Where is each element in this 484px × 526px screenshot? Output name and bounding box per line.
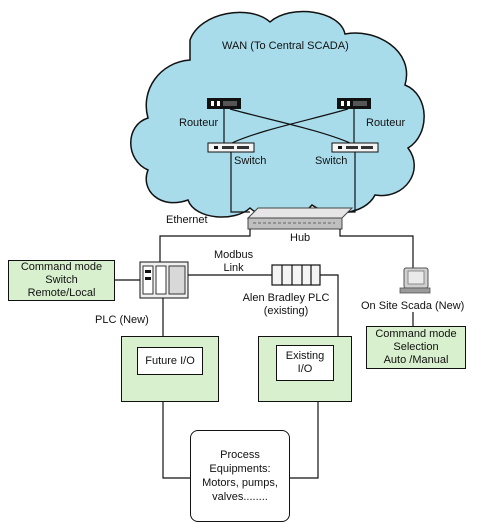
allen-bradley-plc-label: Alen Bradley PLC (existing) bbox=[242, 292, 330, 317]
switch-left-label: Switch bbox=[234, 155, 267, 167]
process-equipment-line: Motors, pumps, bbox=[202, 477, 278, 489]
process-equipment-box: Process Equipments: Motors, pumps, valve… bbox=[190, 430, 290, 522]
process-equipment-line: valves........ bbox=[212, 491, 268, 503]
wan-cloud bbox=[130, 10, 425, 219]
ethernet-label: Ethernet bbox=[166, 214, 208, 226]
router-right-label: Routeur bbox=[366, 117, 406, 129]
router-left-label: Routeur bbox=[179, 117, 219, 129]
command-mode-switch-line: Switch bbox=[45, 274, 78, 286]
ethernet-links bbox=[159, 229, 414, 268]
command-mode-switch-line: Remote/Local bbox=[27, 287, 96, 299]
process-equipment-line: Equipments: bbox=[209, 463, 271, 475]
switch-right-label: Switch bbox=[315, 155, 348, 167]
existing-io-box: Existing I/O bbox=[276, 345, 334, 381]
process-equipment-line: Process bbox=[220, 449, 260, 461]
future-io-box: Future I/O bbox=[137, 347, 203, 375]
future-io-label: Future I/O bbox=[145, 354, 195, 367]
onsite-scada-label: On Site Scada (New) bbox=[361, 300, 465, 312]
existing-io-outer-box: Existing I/O bbox=[258, 336, 352, 402]
command-mode-selection-line: Selection bbox=[393, 341, 439, 353]
hub-label: Hub bbox=[290, 232, 311, 244]
existing-io-label: Existing bbox=[285, 350, 325, 362]
scada-computer-icon bbox=[399, 267, 431, 294]
command-mode-switch-box: Command mode Switch Remote/Local bbox=[8, 260, 115, 301]
modbus-link bbox=[188, 274, 339, 336]
future-io-outer-box: Future I/O bbox=[121, 336, 219, 402]
existing-io-label: I/O bbox=[297, 363, 313, 375]
plc-new-label: PLC (New) bbox=[95, 314, 149, 326]
command-mode-switch-line: Command mode bbox=[20, 261, 103, 273]
hub-icon bbox=[246, 207, 354, 230]
command-mode-selection-line: Command mode bbox=[375, 328, 457, 340]
modbus-link-label: Modbus Link bbox=[214, 249, 254, 274]
allen-bradley-plc-icon bbox=[271, 264, 321, 286]
command-mode-selection-line: Auto /Manual bbox=[383, 354, 449, 366]
wan-label: WAN (To Central SCADA) bbox=[222, 40, 349, 52]
router-switch-links bbox=[223, 108, 355, 144]
command-mode-selection-box: Command mode Selection Auto /Manual bbox=[366, 326, 466, 369]
plc-new-icon bbox=[139, 261, 189, 299]
